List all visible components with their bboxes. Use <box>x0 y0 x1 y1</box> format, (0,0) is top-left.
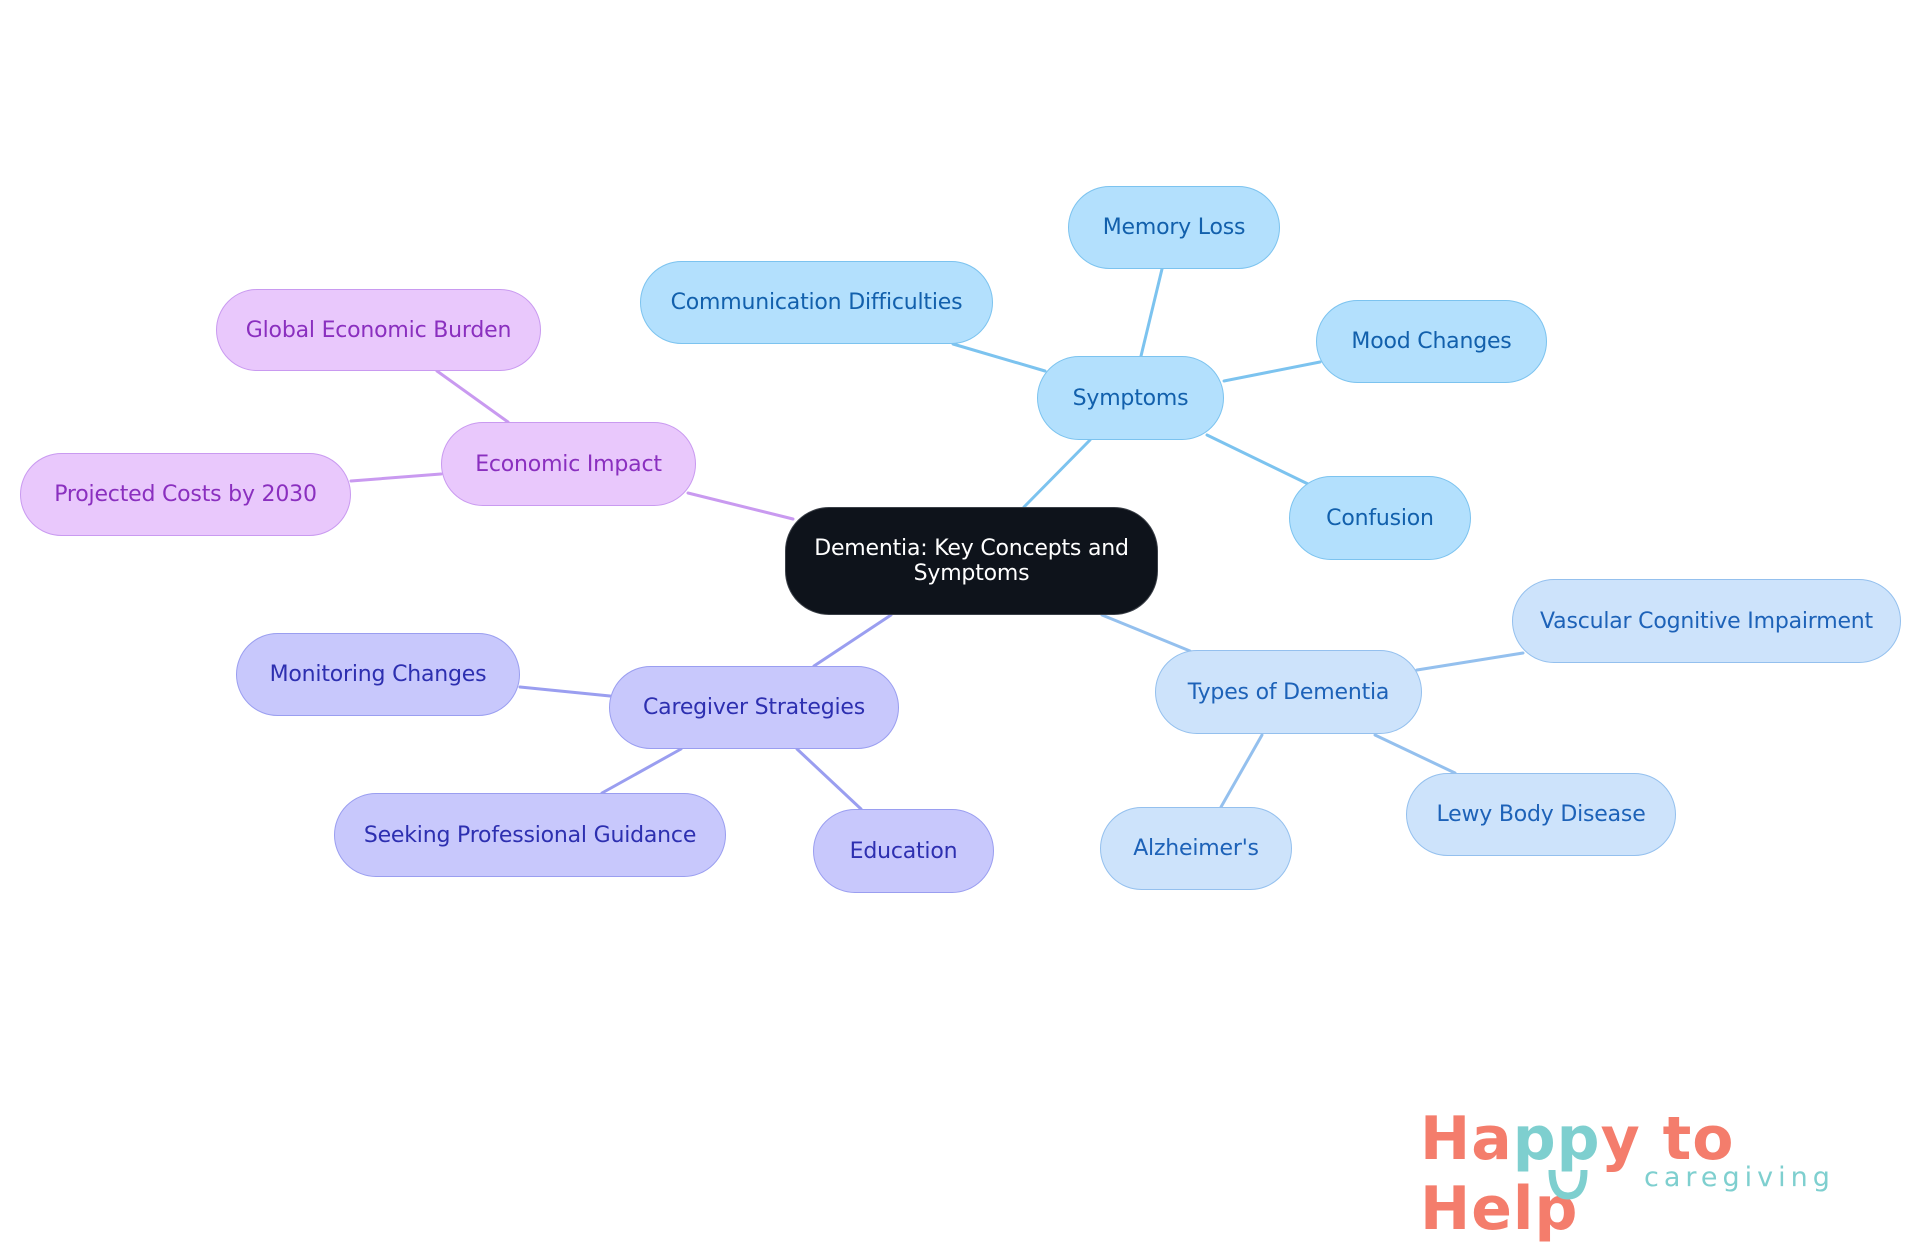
node-label: Communication Difficulties <box>670 290 963 315</box>
logo-subtitle: caregiving <box>1644 1162 1835 1193</box>
node-global-economic-burden[interactable]: Global Economic Burden <box>216 289 541 371</box>
edge-root-symptoms <box>1022 438 1092 509</box>
edge-economic-global <box>435 369 510 424</box>
root-label: Dementia: Key Concepts and Symptoms <box>814 536 1129 586</box>
mindmap-edges <box>349 267 1525 811</box>
node-alzheimers[interactable]: Alzheimer's <box>1100 807 1292 890</box>
edge-symptoms-confusion <box>1205 433 1310 486</box>
edge-root-caregiver <box>812 613 893 668</box>
node-label: Memory Loss <box>1102 215 1246 240</box>
edge-types-alzheimers <box>1219 733 1264 809</box>
logo-part-2: pp <box>1512 1104 1601 1174</box>
edge-root-economic <box>686 491 795 521</box>
node-confusion[interactable]: Confusion <box>1289 476 1471 560</box>
node-types-of-dementia[interactable]: Types of Dementia <box>1155 650 1422 734</box>
node-label: Symptoms <box>1072 385 1189 411</box>
node-vascular-cognitive-impairment[interactable]: Vascular Cognitive Impairment <box>1512 579 1901 663</box>
edge-caregiver-seeking <box>600 747 683 795</box>
node-label: Vascular Cognitive Impairment <box>1540 608 1873 634</box>
node-label: Monitoring Changes <box>269 662 487 687</box>
node-label: Lewy Body Disease <box>1436 802 1646 827</box>
edge-caregiver-education <box>795 747 863 811</box>
node-label: Confusion <box>1326 505 1434 531</box>
node-label: Education <box>849 838 958 864</box>
edge-economic-projected <box>349 472 443 483</box>
node-seeking-professional-guidance[interactable]: Seeking Professional Guidance <box>334 793 726 877</box>
edge-caregiver-monitoring <box>518 685 612 698</box>
node-symptoms[interactable]: Symptoms <box>1037 356 1224 440</box>
node-label: Economic Impact <box>475 451 662 477</box>
node-lewy-body-disease[interactable]: Lewy Body Disease <box>1406 773 1676 856</box>
edge-types-lewy <box>1373 733 1457 775</box>
node-label: Seeking Professional Guidance <box>363 822 697 848</box>
edge-symptoms-memory-loss <box>1139 267 1164 358</box>
node-economic-impact[interactable]: Economic Impact <box>441 422 696 506</box>
node-label: Alzheimer's <box>1133 836 1259 861</box>
node-monitoring-changes[interactable]: Monitoring Changes <box>236 633 520 716</box>
root-node[interactable]: Dementia: Key Concepts and Symptoms <box>785 507 1158 615</box>
edge-symptoms-mood <box>1222 360 1322 383</box>
smile-icon <box>1548 1169 1588 1200</box>
node-caregiver-strategies[interactable]: Caregiver Strategies <box>609 666 899 749</box>
node-label: Mood Changes <box>1351 329 1512 354</box>
edge-root-types <box>1100 613 1192 653</box>
node-label: Projected Costs by 2030 <box>54 482 317 507</box>
node-education[interactable]: Education <box>813 809 994 893</box>
node-label: Types of Dementia <box>1187 679 1390 705</box>
logo-part-1: Ha <box>1420 1104 1513 1174</box>
happy-to-help-logo: Happy to Help caregiving <box>1420 1104 1880 1244</box>
edge-types-vascular <box>1415 651 1525 672</box>
logo-wordmark: Happy to Help <box>1420 1104 1880 1244</box>
edge-symptoms-communication <box>951 342 1047 373</box>
node-projected-costs-2030[interactable]: Projected Costs by 2030 <box>20 453 351 536</box>
node-memory-loss[interactable]: Memory Loss <box>1068 186 1280 269</box>
node-communication-difficulties[interactable]: Communication Difficulties <box>640 261 993 344</box>
node-label: Global Economic Burden <box>245 317 512 343</box>
node-label: Caregiver Strategies <box>643 695 865 720</box>
node-mood-changes[interactable]: Mood Changes <box>1316 300 1547 383</box>
